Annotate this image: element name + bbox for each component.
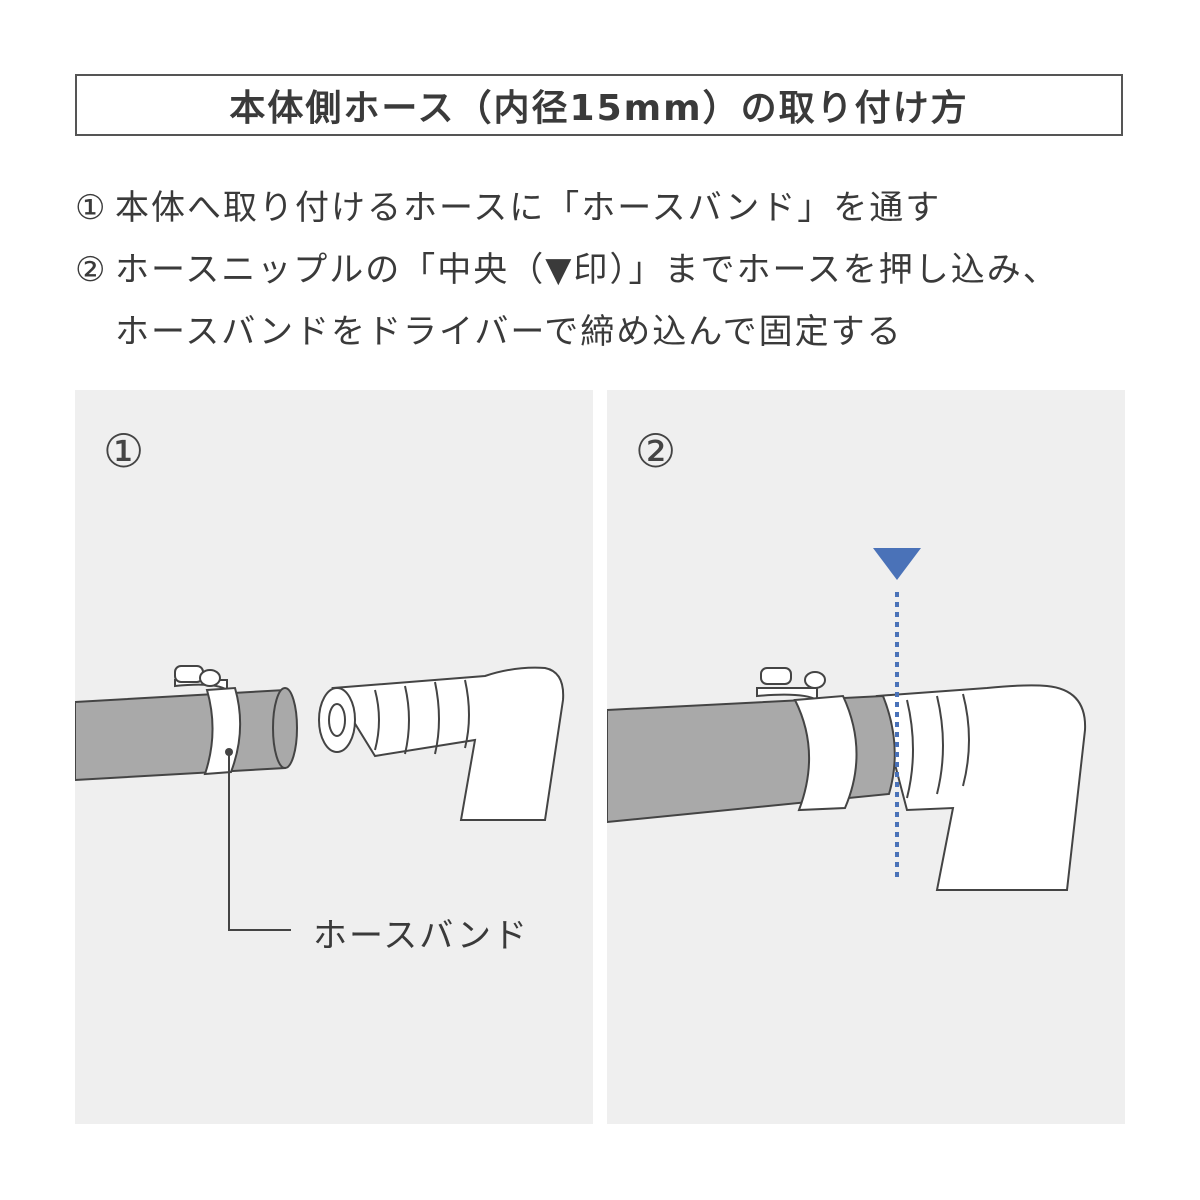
hose-end <box>272 687 298 769</box>
hose-band-label: ホースバンド <box>313 916 529 956</box>
hose-nipple <box>875 684 1087 891</box>
step-2-text-continued: ホースバンドをドライバーで締め込んで固定する <box>115 312 903 352</box>
hose <box>75 688 291 782</box>
hose-before-illustration <box>75 665 565 931</box>
page-title: 本体側ホース（内径15mm）の取り付け方 <box>229 88 969 129</box>
hose-after-illustration <box>607 548 1087 891</box>
step-1-text: 本体へ取り付けるホースに「ホースバンド」を通す <box>115 188 942 228</box>
hose-band-illustration <box>756 667 858 812</box>
hose-band-illustration <box>174 665 242 776</box>
step-2-text: ホースニップルの「中央（▼印）」までホースを押し込み、 <box>115 250 1059 290</box>
center-marker-icon <box>873 548 921 580</box>
title-box: 本体側ホース（内径15mm）の取り付け方 <box>75 74 1123 136</box>
panel-2-number: ② <box>635 424 677 478</box>
illustration-panel-1: ① ホースバンド <box>75 390 593 1124</box>
step-2-continued: ホースバンドをドライバーで締め込んで固定する <box>115 304 903 353</box>
panel-1-number: ① <box>103 424 145 478</box>
step-1-number: ① <box>75 188 108 228</box>
step-2-number: ② <box>75 250 108 290</box>
callout-line <box>228 752 291 931</box>
illustration-panel-2: ② <box>607 390 1125 1124</box>
hose-nipple <box>318 666 565 821</box>
